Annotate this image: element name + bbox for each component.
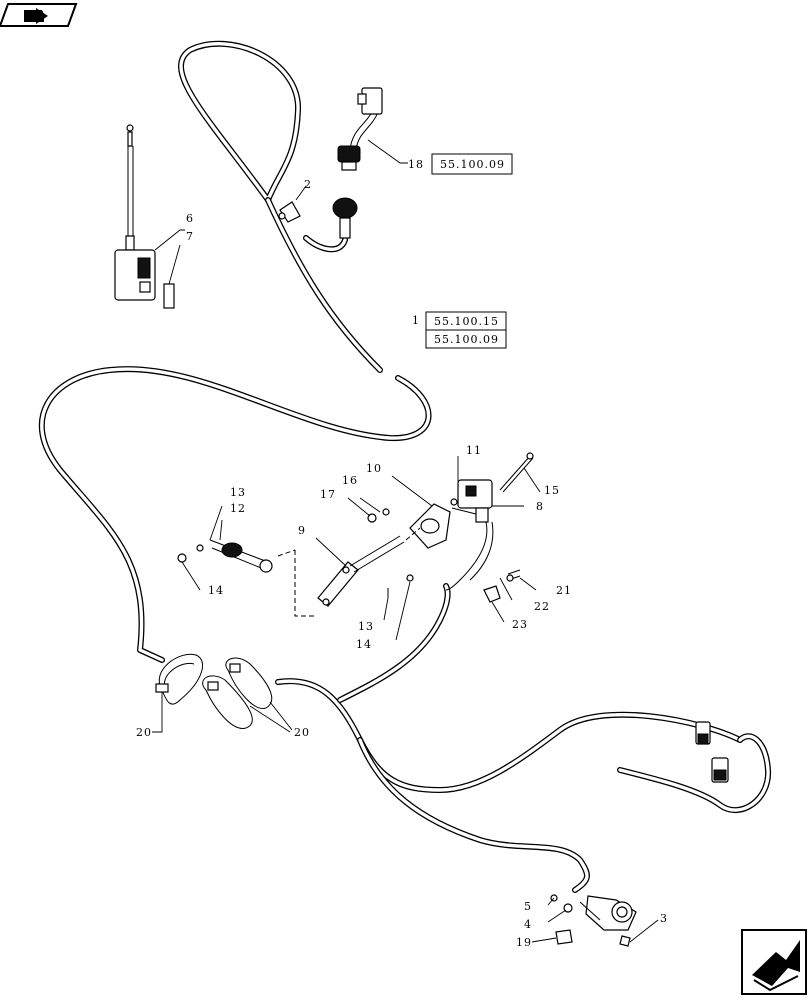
label-item-5: 5 <box>524 900 532 913</box>
arrow-navigation-icon[interactable] <box>741 929 807 995</box>
label-item-14-bottom: 14 <box>356 638 372 651</box>
center-assembly <box>177 452 541 641</box>
label-item-7: 7 <box>186 230 194 243</box>
label-item-9: 9 <box>298 524 306 537</box>
label-item-22: 22 <box>534 600 550 613</box>
svg-text:55.100.09: 55.100.09 <box>434 333 499 346</box>
label-item-2: 2 <box>304 178 312 191</box>
module-item-6 <box>114 124 185 301</box>
label-item-18: 18 <box>408 158 424 171</box>
label-item-10: 10 <box>366 462 382 475</box>
label-item-16: 16 <box>342 474 358 487</box>
label-item-4: 4 <box>524 918 532 931</box>
book-open-arrow-icon[interactable] <box>0 3 78 27</box>
label-item-6: 6 <box>186 212 194 225</box>
label-item-21: 21 <box>556 584 572 597</box>
socket-assembly <box>531 894 659 947</box>
svg-text:55.100.09: 55.100.09 <box>440 158 505 171</box>
label-item-3: 3 <box>660 912 668 925</box>
label-item-20-right: 20 <box>294 726 310 739</box>
ref-box-1b[interactable]: 55.100.09 <box>425 329 507 349</box>
item-labels: 18 2 6 7 1 11 10 15 16 17 8 13 12 9 14 2… <box>136 158 668 949</box>
label-item-1: 1 <box>412 314 420 327</box>
label-item-23: 23 <box>512 618 528 631</box>
clip-item-2 <box>278 185 307 223</box>
label-item-12: 12 <box>230 502 246 515</box>
main-harness-wire <box>38 40 772 893</box>
label-item-14-left: 14 <box>208 584 224 597</box>
svg-text:55.100.15: 55.100.15 <box>434 315 499 328</box>
right-connectors <box>695 721 729 783</box>
label-item-20-left: 20 <box>136 726 152 739</box>
label-item-15: 15 <box>544 484 560 497</box>
reference-boxes: 55.100.09 55.100.15 55.100.09 <box>425 153 513 349</box>
connector-item-18 <box>332 87 408 239</box>
label-item-13-top: 13 <box>230 486 246 499</box>
label-item-19: 19 <box>516 936 532 949</box>
cable-ties-item-20 <box>152 653 293 733</box>
label-item-11: 11 <box>466 444 482 457</box>
label-item-8: 8 <box>536 500 544 513</box>
label-item-17: 17 <box>320 488 336 501</box>
ref-box-18[interactable]: 55.100.09 <box>431 153 513 175</box>
label-tag-item-7 <box>163 244 181 309</box>
ref-box-1a[interactable]: 55.100.15 <box>425 311 507 331</box>
label-item-13-bottom: 13 <box>358 620 374 633</box>
